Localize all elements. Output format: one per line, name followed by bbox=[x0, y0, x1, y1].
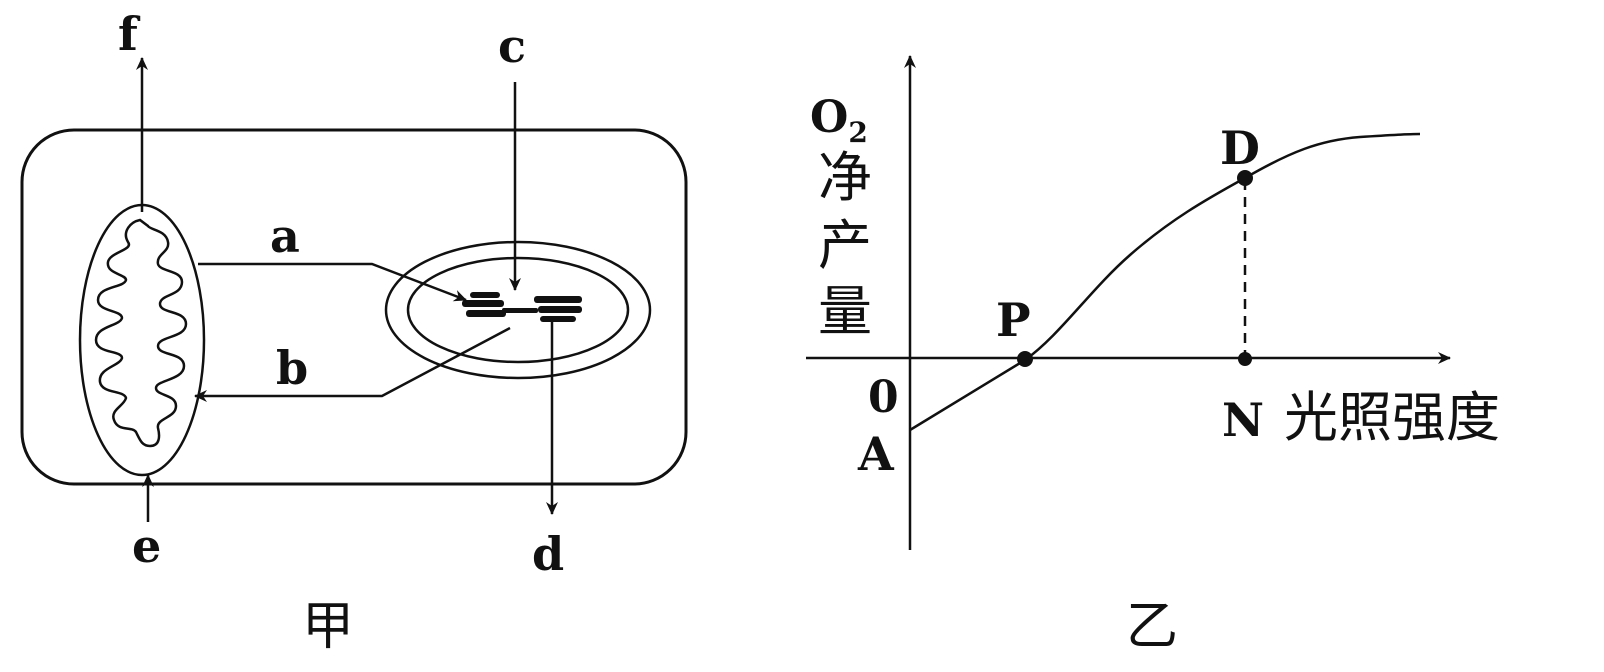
point-p bbox=[1017, 351, 1033, 367]
figure-jia: f c a b e d 甲 bbox=[22, 7, 686, 657]
label-D: D bbox=[1220, 121, 1260, 175]
chloroplast bbox=[386, 242, 650, 378]
label-N: N bbox=[1222, 393, 1264, 447]
label-f: f bbox=[118, 7, 141, 61]
figure-yi: O2 净 产 量 0 A P D N 光照强度 乙 bbox=[806, 56, 1500, 657]
x-axis-label: 光照强度 bbox=[1284, 386, 1500, 449]
label-A: A bbox=[857, 427, 895, 481]
mitochondrion-cristae bbox=[96, 220, 186, 446]
label-P: P bbox=[996, 293, 1031, 347]
y-axis-label-char-2: 产 bbox=[818, 214, 872, 277]
label-e: e bbox=[132, 519, 161, 573]
point-n bbox=[1238, 352, 1252, 366]
caption-jia: 甲 bbox=[302, 597, 354, 657]
label-c: c bbox=[498, 19, 526, 73]
label-d: d bbox=[532, 527, 564, 581]
label-b: b bbox=[276, 341, 308, 395]
label-a: a bbox=[270, 209, 300, 263]
y-axis-label-subscript: 2 bbox=[848, 116, 867, 149]
mitochondrion bbox=[80, 205, 204, 475]
y-axis-label-o2: O2 bbox=[810, 92, 868, 149]
y-axis-label-char-1: 净 bbox=[818, 146, 872, 209]
thylakoid-grana bbox=[462, 292, 582, 322]
arrow-b bbox=[195, 328, 510, 396]
mitochondrion-outer-membrane bbox=[80, 205, 204, 475]
origin-label: 0 bbox=[868, 372, 899, 423]
y-axis-label-char-3: 量 bbox=[818, 280, 872, 343]
cell-membrane bbox=[22, 130, 686, 484]
caption-yi: 乙 bbox=[1126, 597, 1178, 657]
